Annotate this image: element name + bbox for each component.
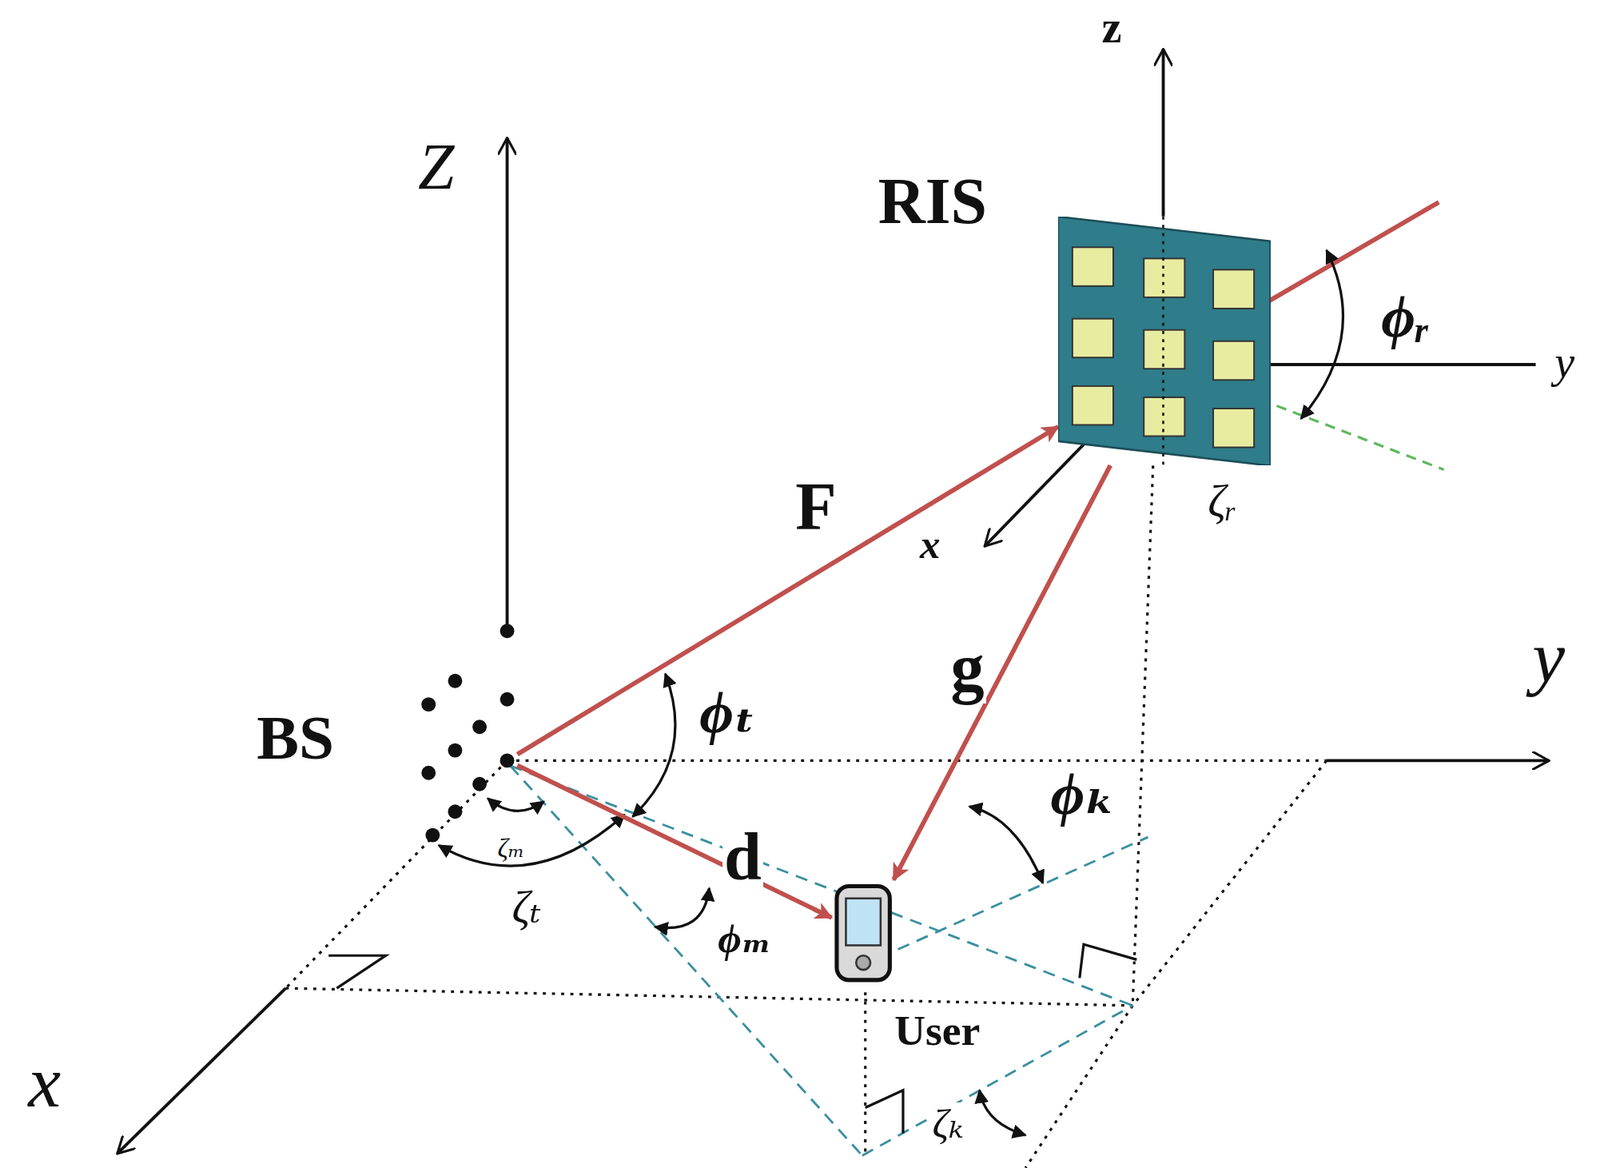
angle-arc [438, 814, 625, 866]
phone-icon [836, 885, 890, 980]
right-angle-mark [865, 1090, 904, 1134]
axis-label: Z [416, 132, 456, 202]
ground-line [509, 765, 862, 1156]
angle-arc [655, 887, 710, 928]
angle-arc [1301, 250, 1344, 419]
projection-line [1132, 465, 1154, 1005]
ris-element [1072, 318, 1114, 358]
channel-label: F [793, 471, 838, 542]
right-angle-marks [328, 943, 1137, 1133]
antenna-dot [448, 743, 463, 758]
antenna-dot [472, 776, 487, 792]
signal-ray [517, 426, 1059, 755]
ground-line [862, 1005, 1133, 1156]
ris-board [1058, 216, 1271, 466]
projection-line [863, 991, 867, 1155]
angle-label: ζₖ [930, 1102, 965, 1146]
angle-label: ϕₜ [697, 681, 757, 745]
channel-label: d [722, 821, 764, 892]
antenna-dot [472, 719, 487, 734]
signal-ray [517, 764, 832, 918]
ris-element [1213, 340, 1254, 380]
ris-surface [1058, 216, 1271, 466]
axis-label: y [1530, 618, 1567, 697]
global-axes [117, 138, 1549, 1154]
ground-line [898, 836, 1149, 949]
phone-screen [845, 898, 880, 946]
ris-title: RIS [876, 167, 989, 236]
angle-label: ζᵣ [1205, 477, 1239, 526]
y-axis-dotted [507, 759, 1327, 762]
antenna-dot [421, 765, 436, 781]
ris-y-axis [1270, 362, 1537, 367]
antenna-dot [500, 623, 515, 638]
user-device: User [831, 879, 1006, 1059]
axis-label: z [1099, 3, 1123, 52]
x-axis-dotted [286, 760, 508, 988]
z-axis [505, 138, 510, 633]
antenna-dot [500, 692, 515, 707]
x-axis [117, 987, 287, 1154]
ris-element [1213, 269, 1254, 309]
antenna-dot [448, 803, 463, 819]
angle-arc [487, 798, 544, 812]
phone-button [855, 955, 871, 970]
angle-label: ϕₖ [1049, 763, 1119, 826]
projection-line [1132, 760, 1327, 1005]
bs-title: BS [254, 704, 336, 771]
ris-z-axis [1162, 48, 1166, 216]
axis-label: y [1552, 338, 1577, 387]
angle-label: ϕᵣ [1379, 286, 1430, 349]
projection-lines [286, 465, 1327, 1167]
right-angle-mark [1079, 943, 1138, 978]
axis-label: x [918, 522, 943, 566]
ris-element [1213, 408, 1254, 448]
projection-line [286, 987, 1134, 1006]
angle-arc [969, 806, 1043, 884]
projection-line [1025, 1005, 1133, 1168]
angle-label: ζₜ [509, 883, 543, 932]
ris-z-axis-dotted [1162, 216, 1165, 466]
angle-label: ϕₘ [716, 916, 773, 960]
angle-arc [632, 673, 676, 817]
bs-antenna-array [421, 623, 514, 842]
antenna-dot [421, 696, 436, 712]
ris-panel: RIS [1058, 216, 1271, 466]
angle-label: ζₘ [496, 834, 527, 863]
ris-element [1072, 386, 1114, 426]
antenna-dot [425, 827, 440, 843]
user-title: User [892, 1007, 982, 1053]
antenna-dot [500, 752, 515, 768]
ris-element [1072, 246, 1114, 287]
channel-label: g [948, 632, 986, 704]
phone-body [836, 885, 890, 980]
right-angle-mark [328, 955, 387, 988]
ris-axes [984, 48, 1536, 546]
antenna-dot [448, 673, 463, 689]
angle-arc [979, 1090, 1026, 1135]
axis-label: x [26, 1042, 63, 1121]
base-station: BS [250, 616, 518, 847]
y-axis [1326, 758, 1549, 762]
